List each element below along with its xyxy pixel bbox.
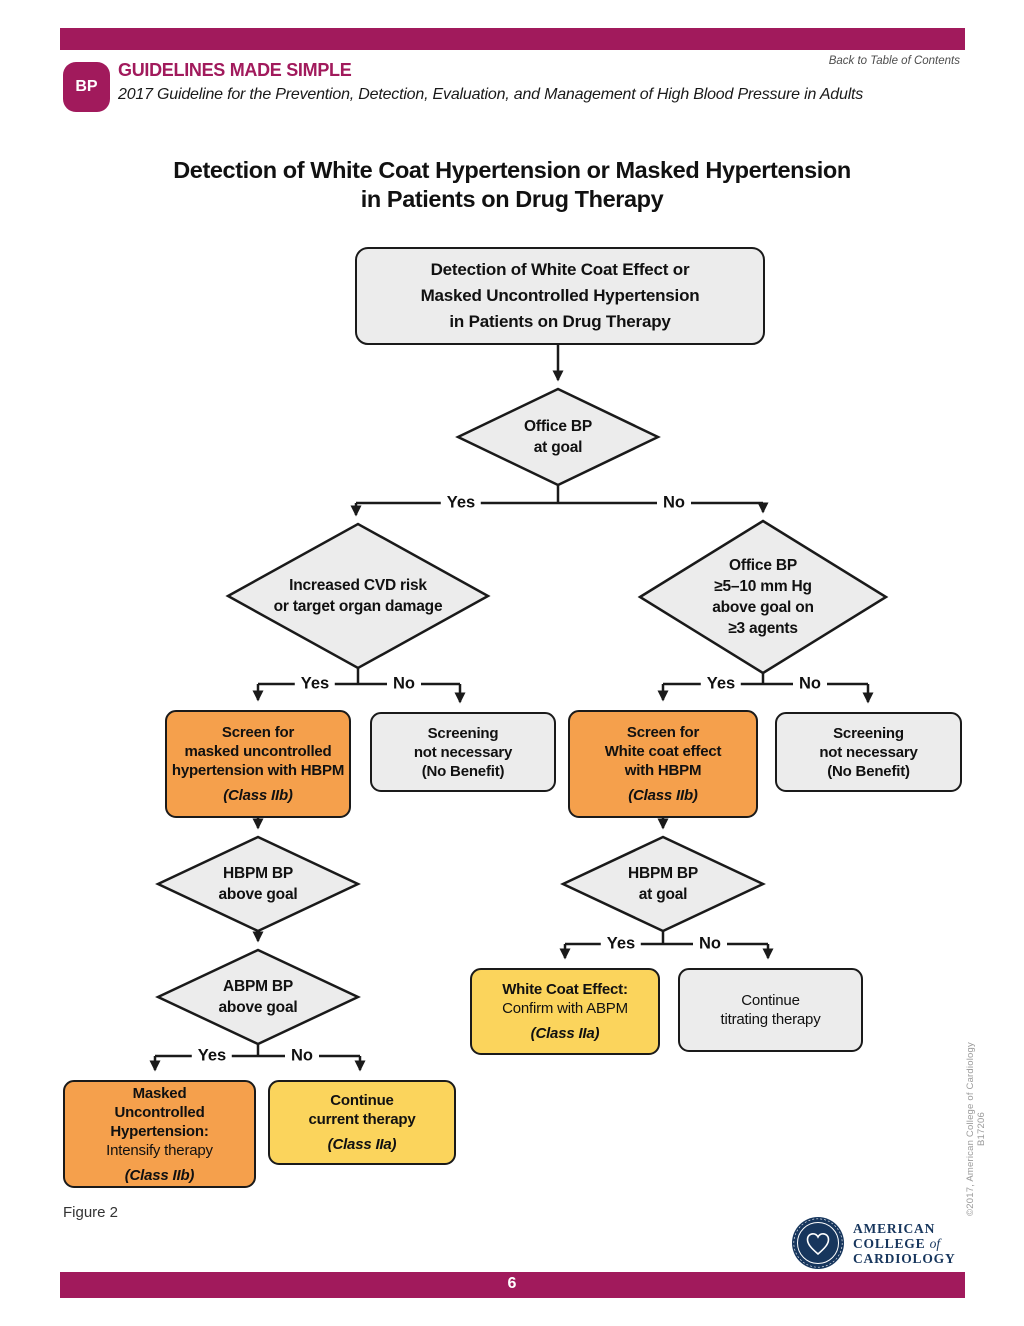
node-line: ABPM BP: [222, 978, 294, 995]
acc-logo-line: CARDIOLOGY: [853, 1250, 956, 1266]
node-line: Continue: [330, 1092, 394, 1109]
node-line: Office BP: [729, 557, 797, 574]
node-screen-white-coat-hbpm: Screen for White coat effect with HBPM (…: [568, 710, 758, 818]
class-of-recommendation: (Class IIa): [327, 1136, 397, 1153]
node-line: above goal on: [712, 599, 814, 616]
node-line: (No Benefit): [827, 762, 910, 780]
branch-label-yes: Yes: [700, 674, 742, 694]
node-line: Continue: [741, 992, 800, 1009]
acc-logo: AMERICAN COLLEGE of CARDIOLOGY: [791, 1216, 956, 1270]
class-of-recommendation: (Class IIa): [530, 1025, 600, 1042]
branch-label-no: No: [387, 674, 421, 694]
branch-label-yes: Yes: [600, 934, 642, 954]
acc-logo-of: of: [929, 1235, 941, 1251]
node-line: White coat effect: [604, 743, 722, 760]
node-line: Masked Uncontrolled Hypertension: [420, 286, 700, 305]
decision-hbpm-above-goal: HBPM BP above goal: [219, 863, 298, 905]
node-line: White Coat Effect:: [502, 981, 628, 998]
figure-title-line1: Detection of White Coat Hypertension or …: [173, 157, 851, 183]
node-line: Screening: [833, 724, 904, 742]
node-line: Office BP: [524, 418, 592, 435]
node-line: HBPM BP: [222, 865, 294, 882]
footer-bar: 6: [60, 1272, 965, 1298]
node-line: titrating therapy: [720, 1011, 821, 1028]
figure-title: Detection of White Coat Hypertension or …: [0, 156, 1024, 214]
heart-icon: [806, 1232, 830, 1256]
node-screening-not-necessary-right: Screening not necessary (No Benefit): [775, 712, 962, 792]
node-line: ≥3 agents: [728, 620, 798, 637]
node-screening-not-necessary-left: Screening not necessary (No Benefit): [370, 712, 556, 792]
node-line: above goal: [218, 999, 298, 1016]
decision-hbpm-at-goal: HBPM BP at goal: [628, 863, 698, 905]
acc-logo-text: AMERICAN COLLEGE of CARDIOLOGY: [853, 1221, 956, 1266]
class-of-recommendation: (Class IIb): [124, 1166, 195, 1184]
node-line: Detection of White Coat Effect or: [430, 260, 690, 279]
decision-increased-cvd-risk: Increased CVD risk or target organ damag…: [274, 575, 443, 617]
node-masked-uncontrolled-intensify: Masked Uncontrolled Hypertension: Intens…: [63, 1080, 256, 1188]
node-line: at goal: [533, 439, 583, 456]
node-line: (No Benefit): [421, 762, 505, 780]
class-of-recommendation: (Class IIb): [628, 787, 698, 804]
brand-title: GUIDELINES MADE SIMPLE: [118, 60, 352, 80]
node-line: not necessary: [819, 743, 918, 761]
node-line: HBPM BP: [627, 865, 699, 882]
figure-caption: Figure 2: [63, 1204, 119, 1221]
node-detection-top: Detection of White Coat Effect or Masked…: [355, 247, 765, 345]
node-screen-masked-hbpm: Screen for masked uncontrolled hypertens…: [165, 710, 351, 818]
node-line: or target organ damage: [273, 598, 443, 615]
branch-label-no: No: [793, 674, 827, 694]
header-bar: [60, 28, 965, 50]
node-line: Screen for: [221, 724, 295, 741]
bp-badge: BP: [63, 62, 110, 112]
node-line: Intensify therapy: [106, 1141, 213, 1159]
decision-office-bp-at-goal: Office BP at goal: [524, 416, 592, 458]
branch-label-no: No: [693, 934, 727, 954]
decision-abpm-above-goal: ABPM BP above goal: [219, 976, 298, 1018]
node-line: Screening: [427, 724, 499, 742]
branch-label-no: No: [657, 493, 691, 513]
page-number: 6: [507, 1275, 517, 1292]
back-to-toc-link[interactable]: Back to Table of Contents: [828, 55, 960, 67]
branch-label-yes: Yes: [191, 1046, 233, 1066]
node-white-coat-confirm-abpm: White Coat Effect: Confirm with ABPM (Cl…: [470, 968, 660, 1055]
node-line: Uncontrolled Hypertension:: [110, 1103, 209, 1140]
branch-label-no: No: [285, 1046, 319, 1066]
node-line: at goal: [638, 886, 688, 903]
acc-logo-college: COLLEGE: [853, 1235, 926, 1251]
node-line: Confirm with ABPM: [502, 1000, 628, 1017]
node-line: Increased CVD risk: [289, 577, 427, 594]
node-continue-current-therapy: Continue current therapy (Class IIa): [268, 1080, 456, 1165]
class-of-recommendation: (Class IIb): [223, 787, 293, 804]
acc-seal-icon: [792, 1217, 844, 1269]
node-line: Screen for: [626, 724, 700, 741]
branch-label-yes: Yes: [294, 674, 336, 694]
node-line: in Patients on Drug Therapy: [449, 312, 671, 331]
acc-logo-line: AMERICAN: [853, 1220, 936, 1236]
guideline-subtitle: 2017 Guideline for the Prevention, Detec…: [118, 86, 864, 103]
node-line: Masked: [132, 1084, 187, 1102]
node-line: hypertension with HBPM: [171, 762, 345, 779]
node-continue-titrating-therapy: Continue titrating therapy: [678, 968, 863, 1052]
node-line: current therapy: [308, 1111, 416, 1128]
branch-label-yes: Yes: [440, 493, 482, 513]
node-line: not necessary: [413, 743, 513, 761]
figure-title-line2: in Patients on Drug Therapy: [360, 186, 664, 212]
node-line: above goal: [218, 886, 298, 903]
node-line: masked uncontrolled: [184, 743, 332, 760]
node-line: with HBPM: [624, 762, 702, 779]
node-line: ≥5–10 mm Hg: [714, 578, 812, 595]
decision-office-bp-5-10: Office BP ≥5–10 mm Hg above goal on ≥3 a…: [712, 555, 814, 639]
acc-logo-line: COLLEGE of: [853, 1236, 956, 1251]
